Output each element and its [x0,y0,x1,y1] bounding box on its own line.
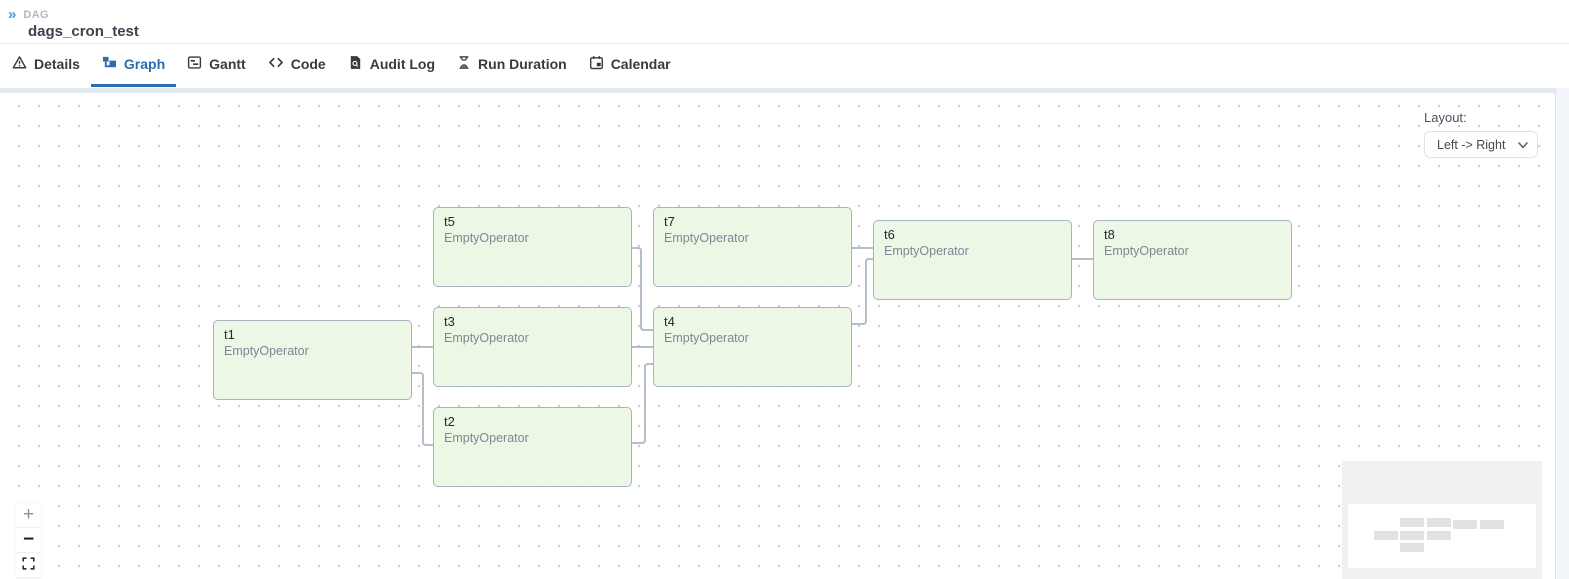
zoom-out-button[interactable]: − [16,528,41,553]
tab-details[interactable]: Details [1,44,91,87]
scrollbar-track[interactable] [1556,88,1569,579]
tab-label: Run Duration [478,56,567,72]
task-id: t8 [1104,227,1115,242]
hourglass-icon [457,55,471,73]
tab-label: Audit Log [369,56,436,72]
page-title: dags_cron_test [28,23,139,40]
layout-direction-value: Left -> Right [1437,137,1506,152]
layout-direction-select[interactable]: Left -> Right [1424,131,1538,158]
minimap-node-t4 [1427,530,1451,540]
minimap[interactable] [1342,461,1542,579]
audit-log-icon [348,55,363,73]
tab-label: Graph [123,56,166,72]
plus-icon: + [22,504,35,525]
task-operator: EmptyOperator [444,431,529,445]
edge-t2-t4 [632,363,653,444]
tab-calendar[interactable]: Calendar [578,44,682,87]
task-operator: EmptyOperator [444,231,529,245]
edge-t1-t2 [412,372,433,446]
tab-label: Calendar [610,56,671,72]
tab-audit-log[interactable]: Audit Log [337,44,446,87]
edge-t5-t4 [632,247,653,331]
fit-view-button[interactable] [16,553,41,578]
dag-graph-canvas[interactable]: t1 EmptyOperator t2 EmptyOperator t3 Emp… [0,88,1556,579]
minimap-node-t8 [1480,519,1504,529]
task-node-t4[interactable]: t4 EmptyOperator [653,307,852,387]
task-id: t1 [224,327,235,342]
layout-label: Layout: [1424,110,1467,125]
tab-label: Details [34,56,80,72]
double-chevron-right-icon[interactable]: » [8,6,17,23]
page-header: » DAG dags_cron_test [0,0,1569,44]
dag-edges [412,247,1093,446]
minimap-node-t1 [1374,531,1398,540]
tab-gantt[interactable]: Gantt [176,44,257,87]
tab-code[interactable]: Code [257,44,337,87]
task-operator: EmptyOperator [664,231,749,245]
task-operator: EmptyOperator [224,344,309,358]
task-node-t7[interactable]: t7 EmptyOperator [653,207,852,287]
task-id: t7 [664,214,675,229]
task-id: t5 [444,214,455,229]
task-operator: EmptyOperator [884,244,969,258]
minimap-node-t5 [1400,518,1424,527]
task-operator: EmptyOperator [664,331,749,345]
task-id: t6 [884,227,895,242]
task-node-t3[interactable]: t3 EmptyOperator [433,307,632,387]
chevron-down-icon [1518,138,1528,152]
layout-control: Layout: Left -> Right [1424,110,1538,158]
calendar-icon [589,55,604,73]
minimap-node-t2 [1400,542,1424,552]
task-node-t1[interactable]: t1 EmptyOperator [213,320,412,400]
task-node-t5[interactable]: t5 EmptyOperator [433,207,632,287]
fullscreen-icon [22,557,35,573]
task-id: t2 [444,414,455,429]
task-node-t8[interactable]: t8 EmptyOperator [1093,220,1292,300]
tab-run-duration[interactable]: Run Duration [446,44,578,87]
task-operator: EmptyOperator [1104,244,1189,258]
tab-graph[interactable]: Graph [90,44,177,87]
minimap-node-t7 [1427,518,1451,527]
tab-bar: Details Graph Gantt Code Audit Log [0,44,1569,87]
task-operator: EmptyOperator [444,331,529,345]
tab-label: Gantt [209,56,246,72]
warning-triangle-icon [12,55,27,73]
gantt-icon [187,55,202,73]
edge-t4-t6 [852,258,873,325]
graph-controls: + − [16,503,41,578]
breadcrumb-section-label: DAG [23,8,49,21]
graph-icon [102,55,117,73]
zoom-in-button[interactable]: + [16,503,41,528]
minus-icon: − [22,529,35,550]
minimap-node-t6 [1453,519,1477,529]
task-node-t6[interactable]: t6 EmptyOperator [873,220,1072,300]
minimap-node-t3 [1400,530,1424,540]
breadcrumb: » DAG [8,7,1569,22]
tab-label: Code [290,56,326,72]
code-icon [268,55,284,73]
task-id: t4 [664,314,675,329]
task-id: t3 [444,314,455,329]
task-node-t2[interactable]: t2 EmptyOperator [433,407,632,487]
